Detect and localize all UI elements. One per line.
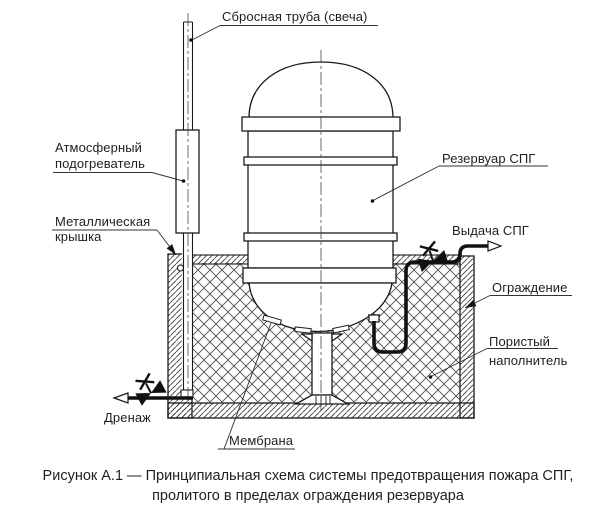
label-heater: Атмосферный подогреватель bbox=[55, 140, 145, 171]
leader-enclosure bbox=[464, 295, 572, 309]
vent-pipe-lower bbox=[182, 233, 194, 394]
leader-membrane bbox=[218, 322, 295, 450]
leader-terminators bbox=[166, 38, 477, 379]
label-enclosure: Ограждение bbox=[492, 280, 568, 295]
label-metal-lid: Металлическая крышка bbox=[55, 214, 151, 244]
membrane-elements bbox=[262, 314, 350, 334]
leader-vent-pipe bbox=[191, 25, 378, 41]
label-tank: Резервуар СПГ bbox=[442, 151, 536, 166]
vent-pipe-assembly bbox=[175, 13, 200, 400]
label-drain: Дренаж bbox=[104, 410, 151, 425]
support-column bbox=[293, 332, 351, 405]
leader-tank bbox=[372, 165, 548, 201]
drain-valve-icon bbox=[128, 369, 168, 407]
leader-heater bbox=[53, 172, 184, 182]
tank-support-ring bbox=[242, 267, 397, 284]
outlet-pipe-run bbox=[372, 244, 488, 354]
lng-tank bbox=[241, 61, 401, 405]
schematic-diagram bbox=[52, 13, 572, 450]
label-membrane: Мембрана bbox=[229, 433, 294, 448]
vent-pipe-bore bbox=[182, 233, 192, 395]
label-porous-filler: Пористый наполнитель bbox=[489, 334, 568, 368]
drain-pipe bbox=[112, 369, 193, 407]
leader-porous-filler bbox=[430, 348, 558, 377]
lng-outlet-pipe bbox=[368, 238, 503, 354]
label-lng-outlet: Выдача СПГ bbox=[452, 223, 529, 238]
drain-flow-arrow bbox=[112, 392, 129, 404]
tank-band-1 bbox=[243, 156, 398, 166]
tank-dished-bottom bbox=[248, 282, 393, 333]
outlet-flow-arrow bbox=[487, 240, 503, 252]
drain-junction bbox=[180, 389, 194, 398]
tank-body bbox=[247, 130, 394, 269]
tank-band-2 bbox=[243, 232, 398, 242]
atmospheric-heater bbox=[175, 129, 200, 234]
lid-gland bbox=[176, 264, 185, 272]
figure-caption: Рисунок А.1 — Принципиальная схема систе… bbox=[42, 468, 574, 504]
label-vent-pipe: Сбросная труба (свеча) bbox=[222, 9, 368, 24]
